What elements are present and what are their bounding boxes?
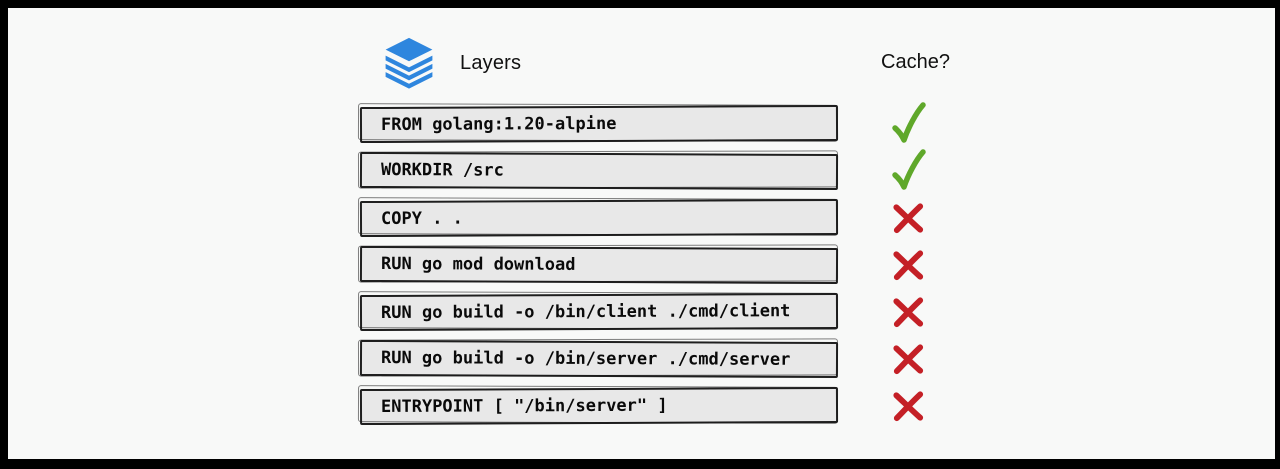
layer-row-run-build-server: RUN go build -o /bin/server ./cmd/server [359,339,1060,379]
command-box: COPY . . [359,198,839,238]
layer-row-workdir: WORKDIR /src [359,149,1060,191]
layer-row-copy: COPY . . [359,198,1060,238]
command-text: RUN go build -o /bin/server ./cmd/server [380,348,791,370]
cross-icon [887,242,929,288]
command-box: RUN go build -o /bin/server ./cmd/server [359,339,839,379]
command-text: ENTRYPOINT [ "/bin/server" ] [380,395,668,417]
command-box: WORKDIR /src [359,151,839,191]
layer-row-run-build-client: RUN go build -o /bin/client ./cmd/client [359,292,1060,332]
cache-column-title: Cache? [881,51,950,73]
diagram-header: Layers Cache? [360,34,1060,92]
layer-row-from: FROM golang:1.20-alpine [359,102,1060,144]
command-text: RUN go build -o /bin/client ./cmd/client [380,301,791,323]
cross-icon [887,195,929,241]
command-box: FROM golang:1.20-alpine [359,104,839,144]
layer-rows: FROM golang:1.20-alpine WORKDIR /src [359,102,1060,426]
layers-column-title: Layers [460,51,522,74]
command-text: FROM golang:1.20-alpine [380,113,617,135]
layer-row-entrypoint: ENTRYPOINT [ "/bin/server" ] [359,386,1060,426]
command-text: WORKDIR /src [380,160,504,181]
command-box: RUN go build -o /bin/client ./cmd/client [359,292,839,332]
check-icon [887,148,929,194]
layer-row-run-mod-download: RUN go mod download [359,245,1060,285]
cross-icon [887,336,929,382]
layers-stack-icon [385,37,433,89]
diagram-panel: Layers Cache? FROM golang:1.20-alpine WO… [8,8,1275,459]
command-box: ENTRYPOINT [ "/bin/server" ] [359,386,839,426]
command-text: RUN go mod download [380,254,576,275]
layers-cache-diagram: Layers Cache? FROM golang:1.20-alpine WO… [359,34,1060,435]
check-icon [887,101,929,147]
cross-icon [887,289,929,335]
command-box: RUN go mod download [359,245,839,285]
command-text: COPY . . [380,208,463,229]
cross-icon [887,383,929,429]
